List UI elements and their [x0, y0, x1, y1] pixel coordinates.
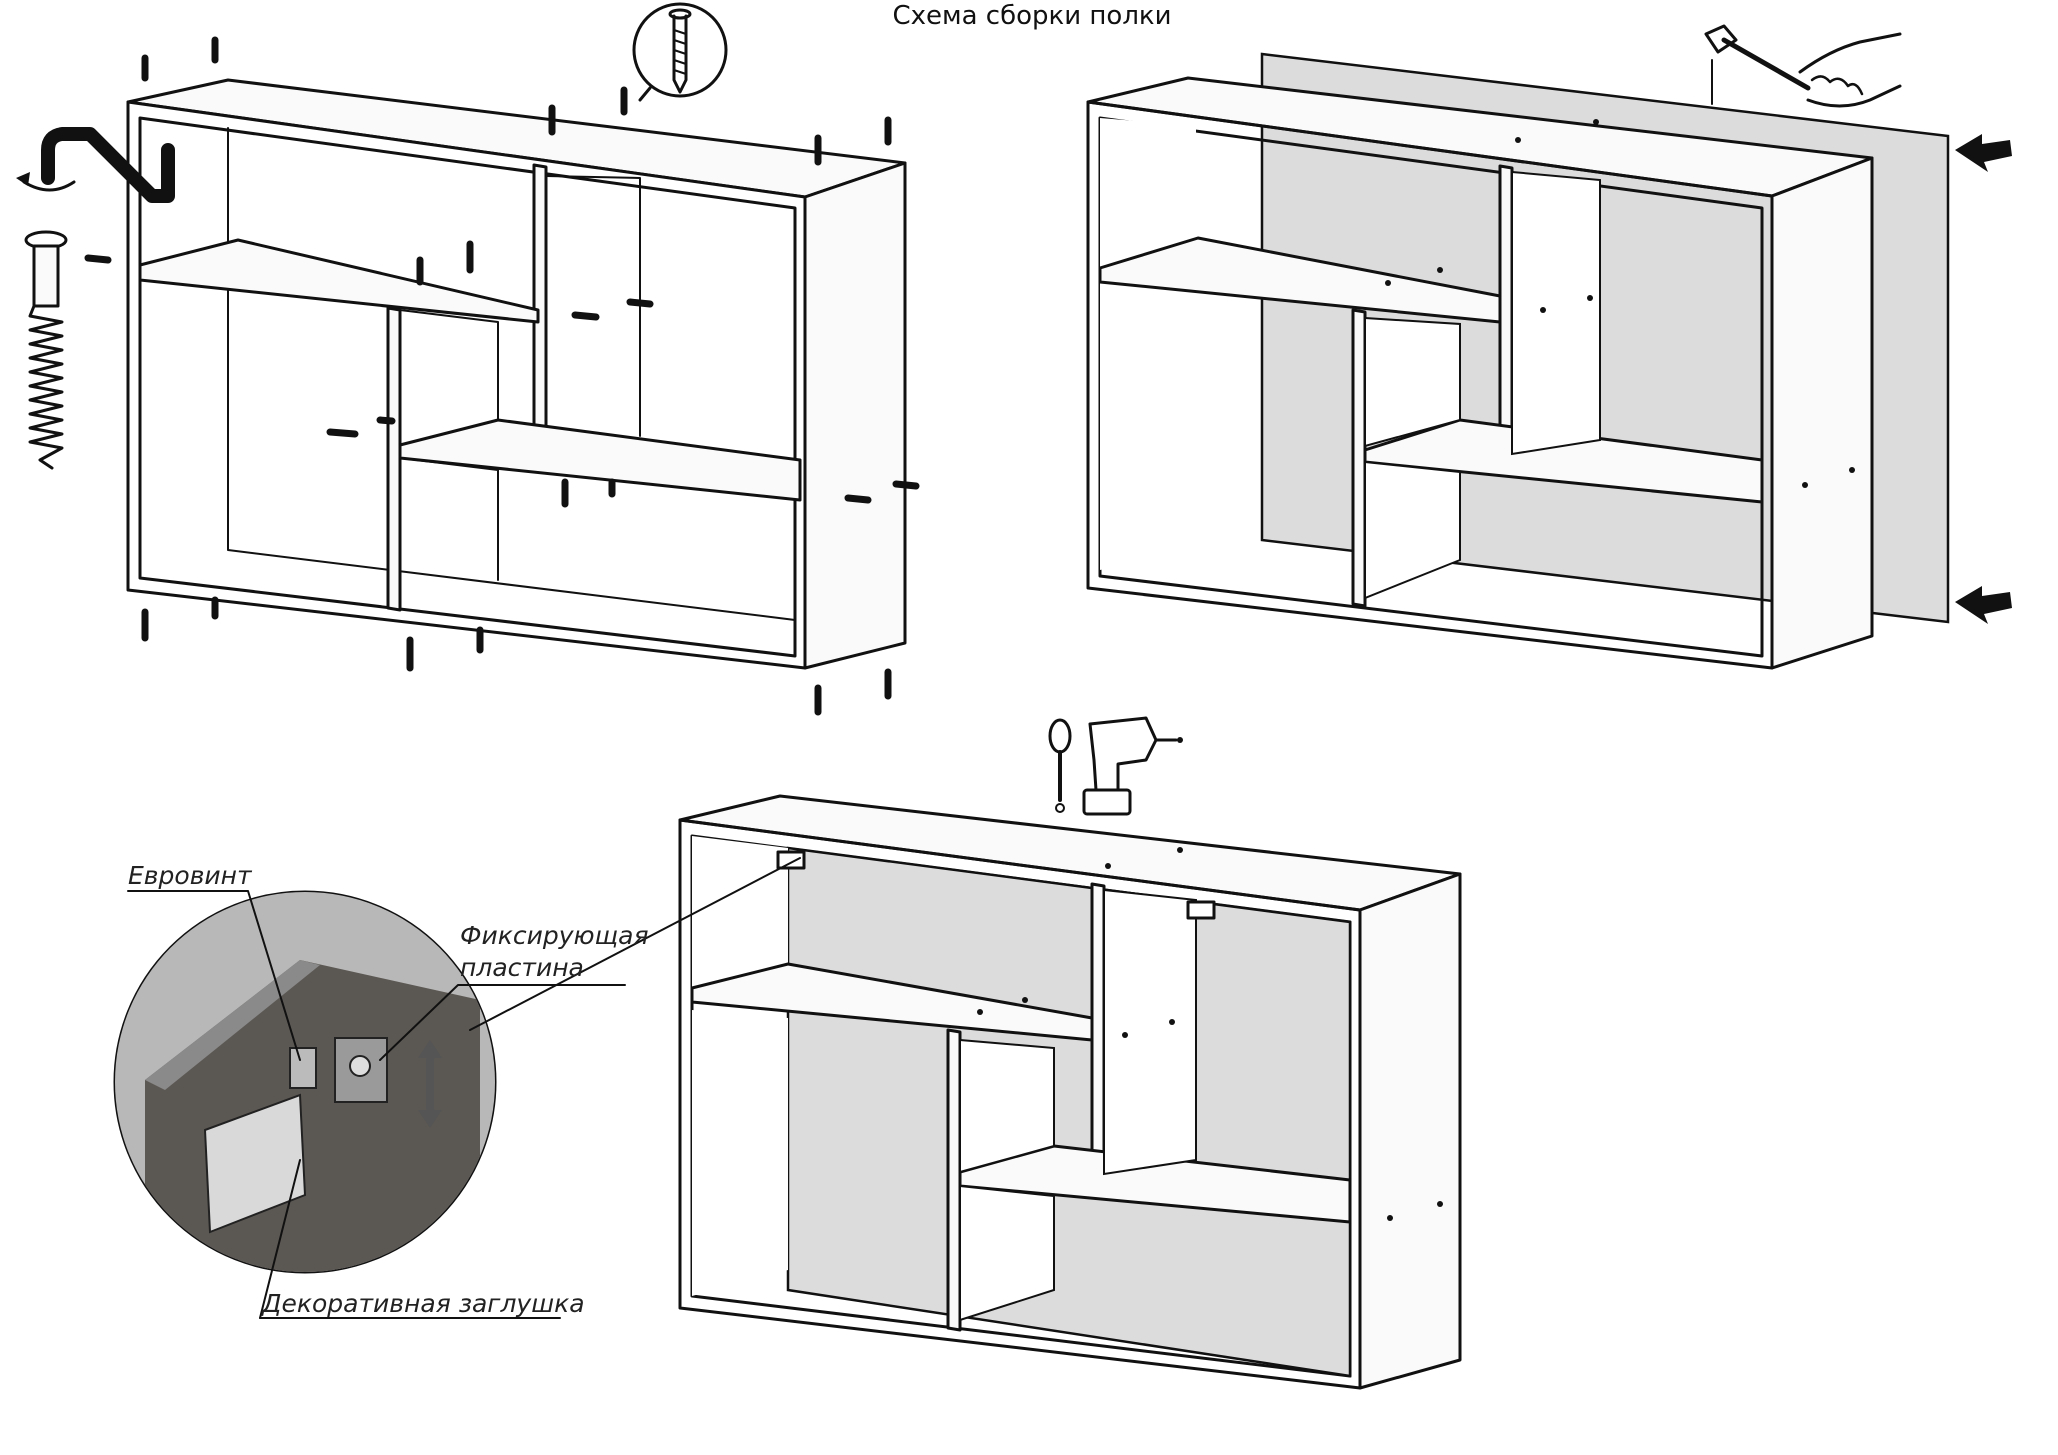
small-cell-side: [1364, 316, 1461, 448]
back-panel-3: [786, 846, 1352, 1378]
left-divider-3: [946, 1028, 962, 1332]
detail-to-bracket-leader: [469, 857, 801, 1031]
arrow-left-icon: [1955, 586, 2012, 624]
screw-head-icon: [349, 1055, 371, 1077]
holes: [1385, 119, 1855, 488]
panel-edge: [145, 960, 320, 1090]
cordless-drill-icon: [1082, 716, 1183, 816]
tall-cell-side-3: [1103, 888, 1197, 1176]
eurovint-screw: [289, 1047, 317, 1089]
left-cell-top: [1100, 118, 1196, 270]
hanging-bracket: [1186, 900, 1216, 920]
confirmat-screw-icon: [24, 230, 68, 470]
up-down-arrow-icon: [418, 1040, 442, 1128]
small-cell-side-3: [959, 1038, 1055, 1174]
tall-cell-side: [1511, 170, 1601, 456]
fixing-plate-label-line2: пластина: [460, 953, 584, 982]
decorative-cap: [203, 1093, 307, 1234]
decorative-cap-leader: [259, 1159, 301, 1319]
eurovint-leader: [127, 890, 301, 1061]
middle-shelf: [398, 418, 802, 502]
arrow-left-icon: [1955, 134, 2012, 172]
decorative-cap-label: Декоративная заглушка: [261, 1289, 585, 1318]
diagram-title: Схема сборки полки: [892, 1, 1171, 31]
fixing-detail-callout: Евровинт Фиксирующая пластина Декоративн…: [113, 857, 801, 1319]
fixing-plate-label-line1: Фиксирующая: [460, 921, 648, 950]
screwdriver-icon: [1048, 718, 1072, 813]
back-panel-step: [1086, 52, 1950, 670]
nail-icon: [632, 2, 728, 102]
fixing-plate-leader: [379, 984, 626, 1061]
left-divider: [386, 306, 402, 612]
middle-divider-3: [1090, 882, 1106, 1188]
front-frame-inner: [138, 116, 797, 658]
eurovint-label: Евровинт: [128, 861, 253, 890]
left-cell-top-3: [692, 836, 788, 990]
cubby-back: [399, 309, 499, 421]
front-frame-2: [1086, 100, 1774, 670]
frame-assembly-step: [84, 36, 920, 716]
bottom-cell-side-3: [959, 1184, 1055, 1322]
dowels: [84, 36, 920, 716]
wall-mount-step: [678, 794, 1462, 1390]
bottom-cell-side: [1364, 460, 1461, 600]
right-side-board-2: [1770, 156, 1874, 670]
left-cell-bottom-3: [692, 1010, 788, 1296]
right-side-board: [803, 161, 907, 670]
hanging-bracket: [776, 850, 806, 870]
hammer-icon: [1704, 24, 1902, 108]
hex-key-icon: [16, 127, 175, 203]
left-divider-2: [1351, 308, 1367, 608]
holes-3: [977, 847, 1443, 1221]
right-side-board-3: [1358, 872, 1462, 1390]
tall-cubby-back: [545, 175, 641, 437]
front-frame-3: [678, 818, 1362, 1390]
upper-left-shelf: [138, 238, 540, 324]
lower-cubby-back: [399, 457, 499, 581]
left-cell-bottom: [1100, 280, 1196, 570]
